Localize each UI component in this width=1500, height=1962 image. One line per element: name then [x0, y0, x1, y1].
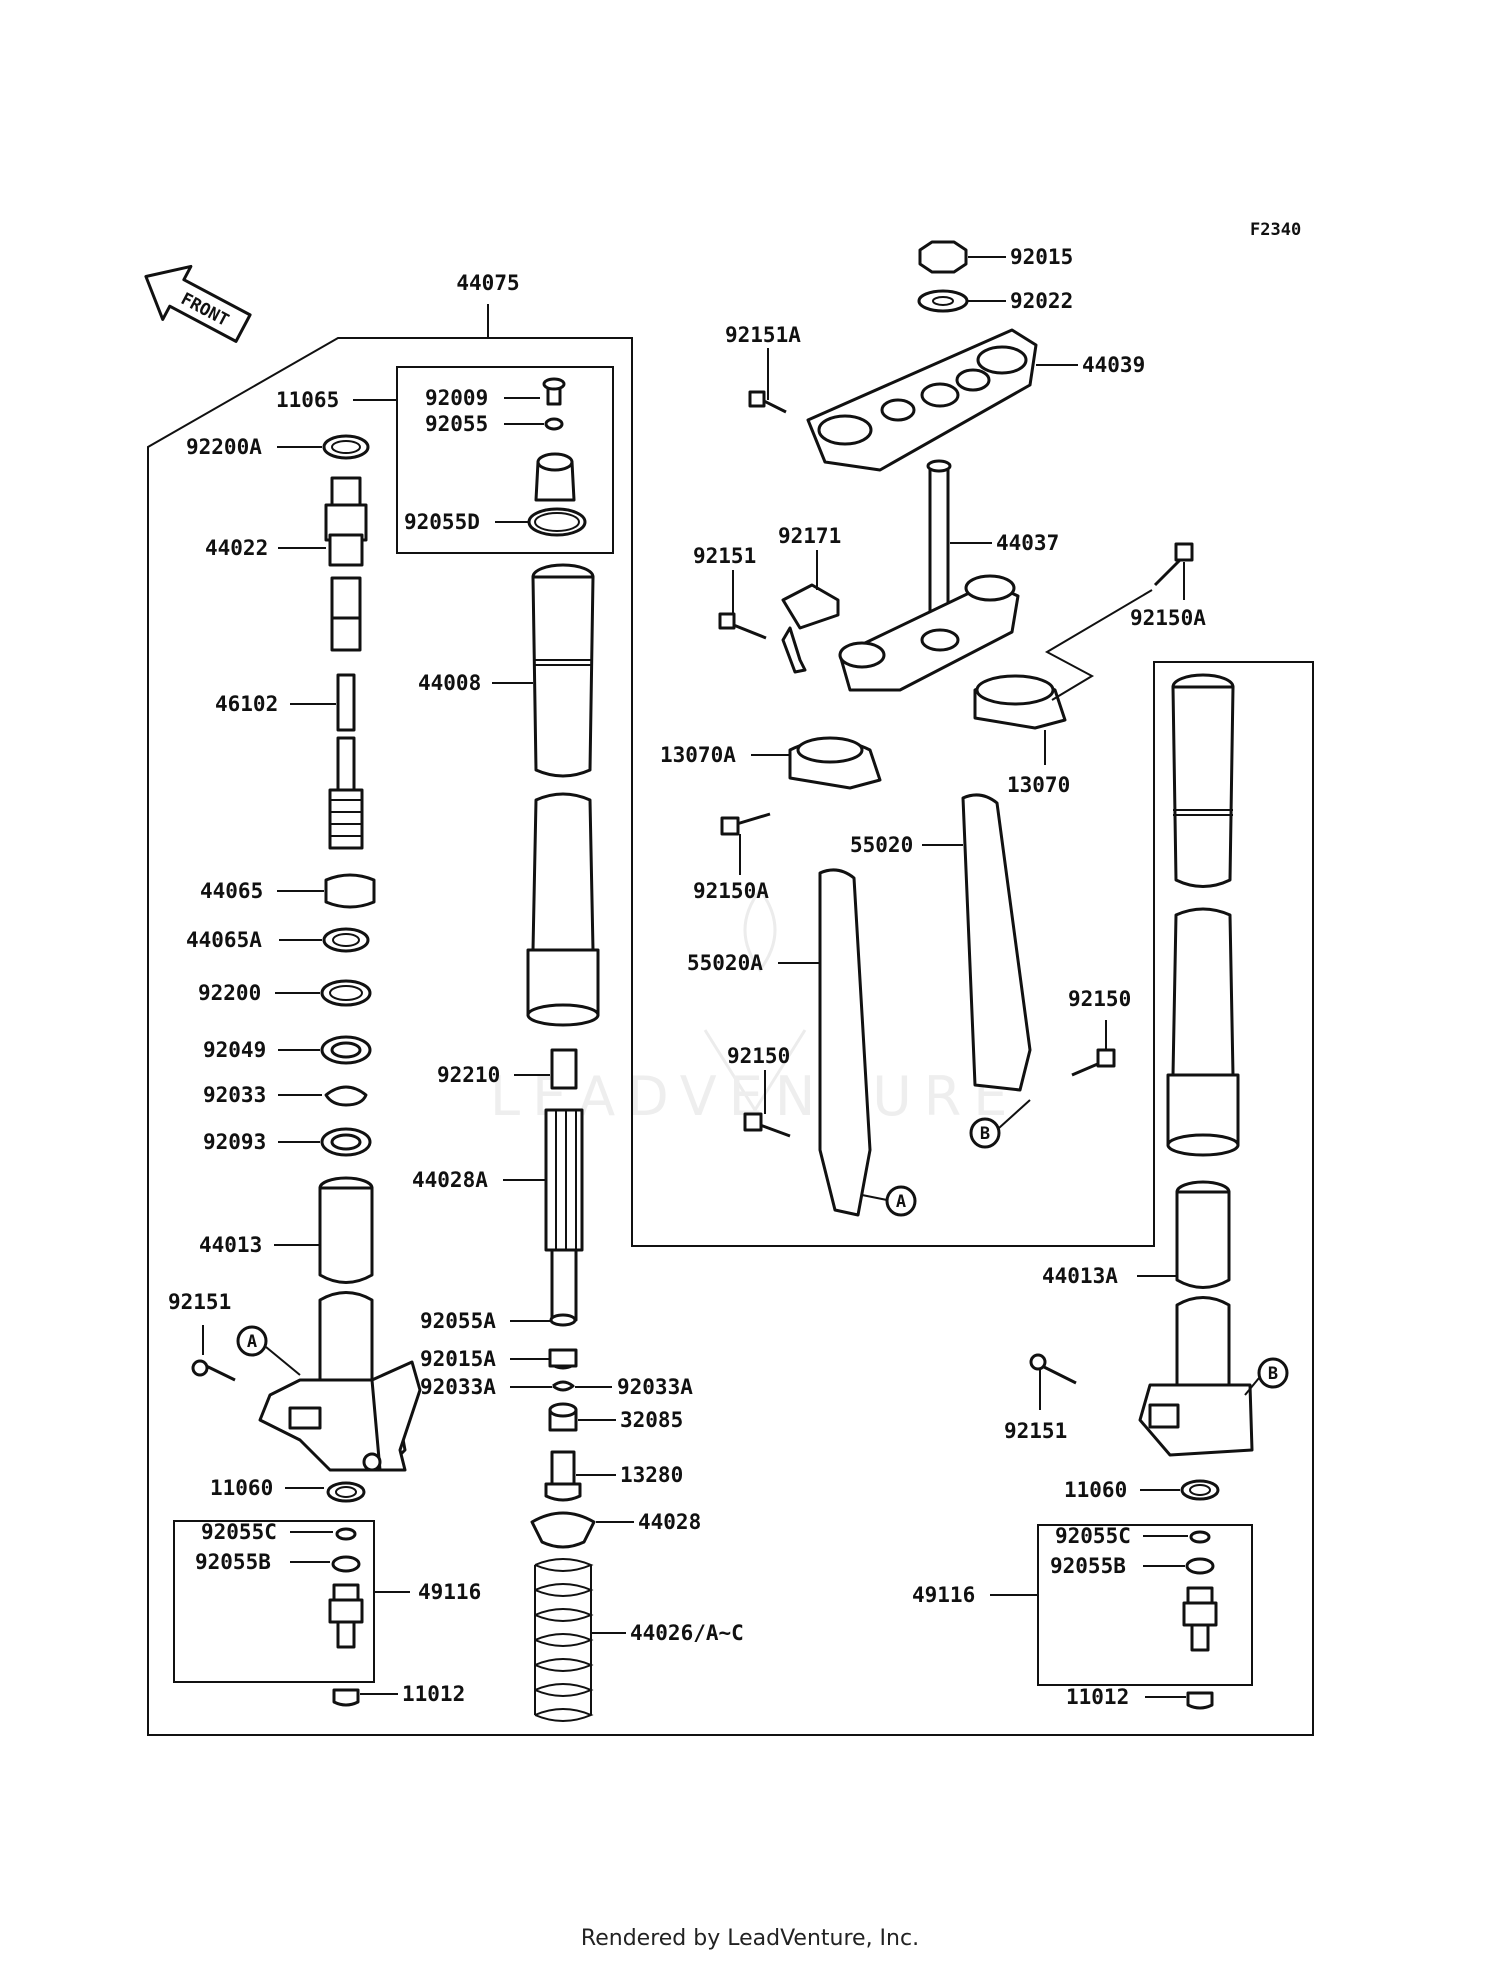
label-49116-left: 49116 — [418, 1580, 481, 1604]
valve-kit-box-left — [173, 1520, 375, 1683]
label-92033: 92033 — [203, 1083, 266, 1107]
footer-credit: Rendered by LeadVenture, Inc. — [580, 1926, 920, 1951]
label-44065A: 44065A — [186, 928, 262, 952]
label-92150A-top: 92150A — [1130, 606, 1206, 630]
label-92055C-left: 92055C — [201, 1520, 277, 1544]
label-92093: 92093 — [203, 1130, 266, 1154]
fork-right-assembly — [1029, 673, 1254, 1710]
callout-b-guard: B — [969, 1099, 1031, 1149]
label-49116-right: 49116 — [912, 1583, 975, 1607]
label-92151-right: 92151 — [1004, 1419, 1067, 1443]
valve-kit-box-right — [1037, 1524, 1253, 1686]
label-92055B-left: 92055B — [195, 1550, 271, 1574]
label-46102: 46102 — [215, 692, 278, 716]
label-11012-right: 11012 — [1066, 1685, 1129, 1709]
callout-a-guard: A — [861, 1185, 917, 1217]
fork-spring-icon — [534, 1558, 594, 1722]
cap-kit-parts — [527, 377, 587, 537]
label-92055A: 92055A — [420, 1309, 496, 1333]
label-92033A-left: 92033A — [420, 1375, 496, 1399]
label-92151-left: 92151 — [168, 1290, 231, 1314]
label-44039: 44039 — [1082, 353, 1145, 377]
label-11012-left: 11012 — [402, 1682, 465, 1706]
label-92150-left: 92150 — [727, 1044, 790, 1068]
diagram-id: F2340 — [1250, 220, 1301, 240]
label-55020: 55020 — [850, 833, 913, 857]
cap-kit-box — [396, 366, 614, 554]
label-44075: 44075 — [456, 271, 519, 295]
callout-b-right: B — [1244, 1357, 1289, 1396]
label-92022: 92022 — [1010, 289, 1073, 313]
label-92055D: 92055D — [404, 510, 480, 534]
part-labels: 11065 92009 92055 92055D 92200A 44022 46… — [168, 245, 1206, 1709]
label-92055B-right: 92055B — [1050, 1554, 1126, 1578]
label-44013: 44013 — [199, 1233, 262, 1257]
label-13070A: 13070A — [660, 743, 736, 767]
label-92151-top: 92151 — [693, 544, 756, 568]
label-32085: 32085 — [620, 1408, 683, 1432]
fork-assembly-frame — [147, 337, 1314, 1736]
label-92151A: 92151A — [725, 323, 801, 347]
triple-clamp-parts — [718, 240, 1194, 836]
label-11065: 11065 — [276, 388, 339, 412]
label-92015: 92015 — [1010, 245, 1073, 269]
label-92150A-mid: 92150A — [693, 879, 769, 903]
svg-text:A: A — [247, 1332, 257, 1352]
label-92049: 92049 — [203, 1038, 266, 1062]
label-44013A: 44013A — [1042, 1264, 1118, 1288]
label-92015A: 92015A — [420, 1347, 496, 1371]
label-92055: 92055 — [425, 412, 488, 436]
label-11060-left: 11060 — [210, 1476, 273, 1500]
svg-text:B: B — [980, 1124, 990, 1144]
label-44028A: 44028A — [412, 1168, 488, 1192]
label-44026: 44026/A~C — [630, 1621, 744, 1645]
label-44037: 44037 — [996, 531, 1059, 555]
label-92033A-right: 92033A — [617, 1375, 693, 1399]
label-92200A: 92200A — [186, 435, 262, 459]
label-55020A: 55020A — [687, 951, 763, 975]
svg-text:A: A — [896, 1192, 906, 1212]
fork-left-internals — [191, 434, 422, 1707]
label-92171: 92171 — [778, 524, 841, 548]
fork-guards — [743, 793, 1116, 1217]
label-44028: 44028 — [638, 1510, 701, 1534]
label-44008: 44008 — [418, 671, 481, 695]
label-92200: 92200 — [198, 981, 261, 1005]
label-44022: 44022 — [205, 536, 268, 560]
label-13280: 13280 — [620, 1463, 683, 1487]
svg-text:B: B — [1268, 1364, 1278, 1384]
label-92055C-right: 92055C — [1055, 1524, 1131, 1548]
label-92210: 92210 — [437, 1063, 500, 1087]
label-92009: 92009 — [425, 386, 488, 410]
label-92150-right: 92150 — [1068, 987, 1131, 1011]
callout-a-left: A — [236, 1325, 301, 1376]
fork-middle-parts — [526, 563, 600, 1722]
label-11060-right: 11060 — [1064, 1478, 1127, 1502]
label-13070: 13070 — [1007, 773, 1070, 797]
label-44065: 44065 — [200, 879, 263, 903]
front-arrow-icon: FRONT — [144, 264, 252, 343]
